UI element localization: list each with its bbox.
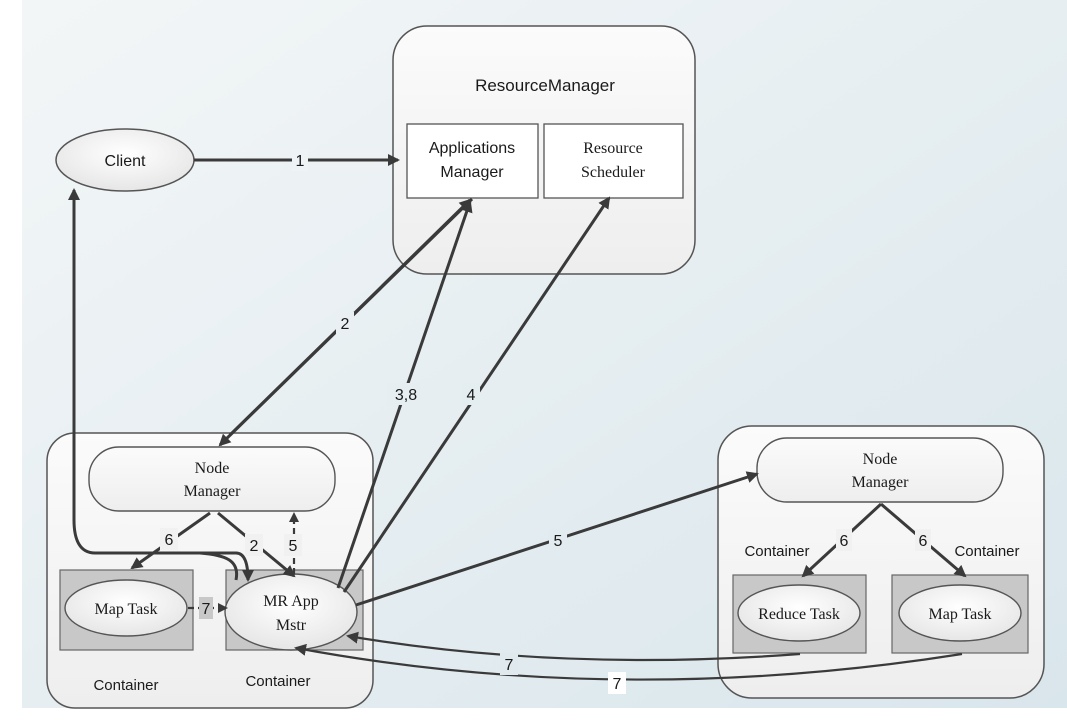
step-label-7-reduce: 7 [500, 653, 518, 675]
svg-text:6: 6 [840, 533, 849, 550]
resource-scheduler-box [543, 123, 684, 199]
svg-text:6: 6 [165, 532, 174, 549]
step-label-4: 4 [462, 383, 480, 405]
svg-text:3,8: 3,8 [395, 387, 417, 404]
svg-text:1: 1 [296, 153, 305, 170]
resource-scheduler-label-1: Resource [583, 140, 643, 157]
step-label-2-left: 2 [245, 534, 263, 556]
left-map-task [64, 579, 188, 637]
step-label-7-map: 7 [608, 672, 626, 694]
client-label: Client [105, 153, 146, 170]
applications-manager-box [406, 123, 539, 199]
left-container-caption: Container [93, 677, 158, 694]
arrow-mr-to-client [68, 188, 239, 581]
left-node-manager [88, 446, 336, 512]
svg-text:6: 6 [919, 533, 928, 550]
svg-text:2: 2 [250, 538, 259, 555]
svg-text:5: 5 [554, 533, 563, 550]
mr-container-caption: Container [245, 673, 310, 690]
reduce-task [737, 584, 861, 642]
applications-manager-label-2: Manager [440, 164, 504, 181]
right-node-manager-label-2: Manager [852, 474, 910, 491]
step-label-1: 1 [292, 149, 308, 171]
mr-app-master [224, 573, 358, 651]
svg-text:7: 7 [613, 676, 622, 693]
left-node-manager-label-2: Manager [184, 483, 242, 500]
mr-app-master-label-2: Mstr [276, 617, 307, 634]
step-label-7-left: 7 [199, 597, 213, 619]
arrow-client-to-mr [150, 551, 254, 582]
svg-text:7: 7 [505, 657, 514, 674]
step-label-6-reduce: 6 [836, 529, 852, 551]
mr-app-master-label-1: MR App [263, 593, 319, 610]
left-node-manager-label-1: Node [195, 460, 230, 477]
right-node-manager [756, 437, 1004, 503]
resource-scheduler-label-2: Scheduler [581, 164, 646, 181]
step-label-2-apps: 2 [336, 312, 354, 334]
right-container-caption-left: Container [744, 543, 809, 560]
step-label-5-left: 5 [284, 534, 302, 556]
svg-text:5: 5 [289, 538, 298, 555]
applications-manager-label-1: Applications [429, 140, 515, 157]
arrow-reduce-to-mr [346, 631, 801, 662]
step-label-3-8: 3,8 [387, 383, 425, 405]
svg-text:7: 7 [202, 601, 211, 618]
svg-text:2: 2 [341, 316, 350, 333]
right-node-manager-label-1: Node [863, 451, 898, 468]
step-label-5-remote: 5 [549, 529, 567, 551]
svg-text:4: 4 [467, 387, 476, 404]
step-label-6-left: 6 [160, 528, 178, 550]
right-container-caption-right: Container [954, 543, 1019, 560]
left-map-task-label: Map Task [94, 601, 157, 618]
reduce-task-label: Reduce Task [758, 606, 840, 623]
right-map-task [898, 584, 1022, 642]
resource-manager-title: ResourceManager [475, 76, 615, 95]
step-label-6-map: 6 [915, 529, 931, 551]
right-map-task-label: Map Task [928, 606, 991, 623]
